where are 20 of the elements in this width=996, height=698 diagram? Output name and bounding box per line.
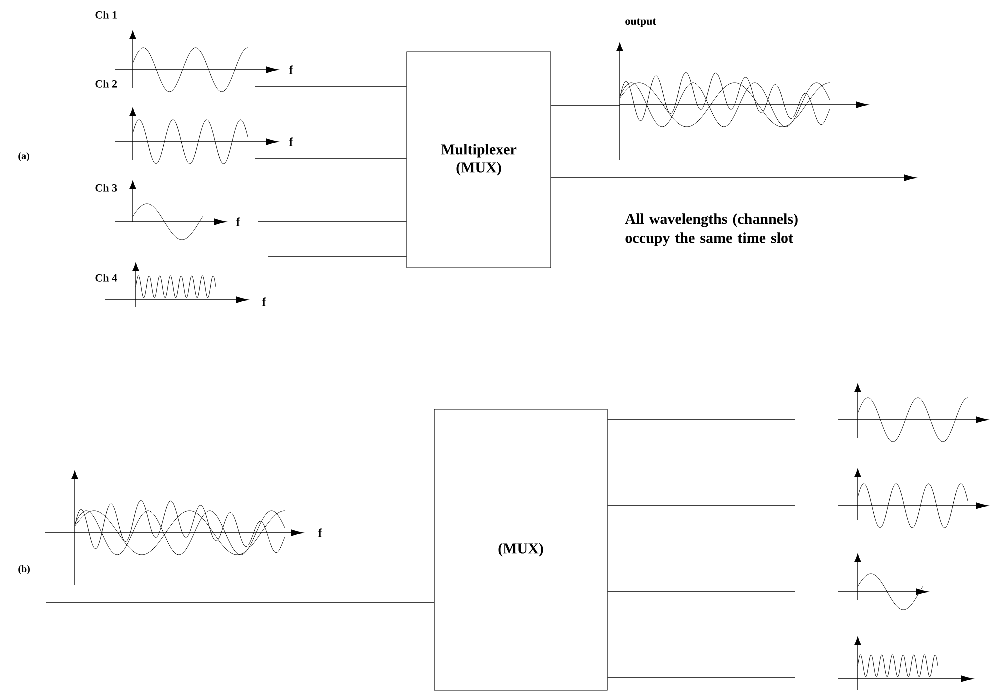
label: Ch 4	[96, 274, 118, 282]
connector-line	[46, 602, 435, 604]
connector-line	[268, 256, 408, 258]
label: f	[262, 298, 266, 306]
connector-line	[254, 158, 408, 160]
label: f	[289, 138, 294, 146]
label: f	[318, 528, 322, 538]
label: f	[236, 218, 240, 226]
label: All wavelengths (channels) occupy the same time slot	[625, 214, 798, 246]
label: f	[289, 66, 294, 74]
multiplexer-box: (MUX)	[434, 409, 608, 691]
label: (a)	[18, 152, 30, 162]
label: Ch 3	[96, 184, 118, 192]
label: Ch 2	[96, 80, 118, 88]
connector-line	[550, 174, 916, 182]
label: (b)	[18, 565, 30, 575]
label: output	[626, 18, 656, 28]
label: Ch 1	[96, 11, 117, 19]
multiplexer-box: Multiplexer (MUX)	[406, 52, 552, 268]
connector-line	[254, 86, 408, 88]
